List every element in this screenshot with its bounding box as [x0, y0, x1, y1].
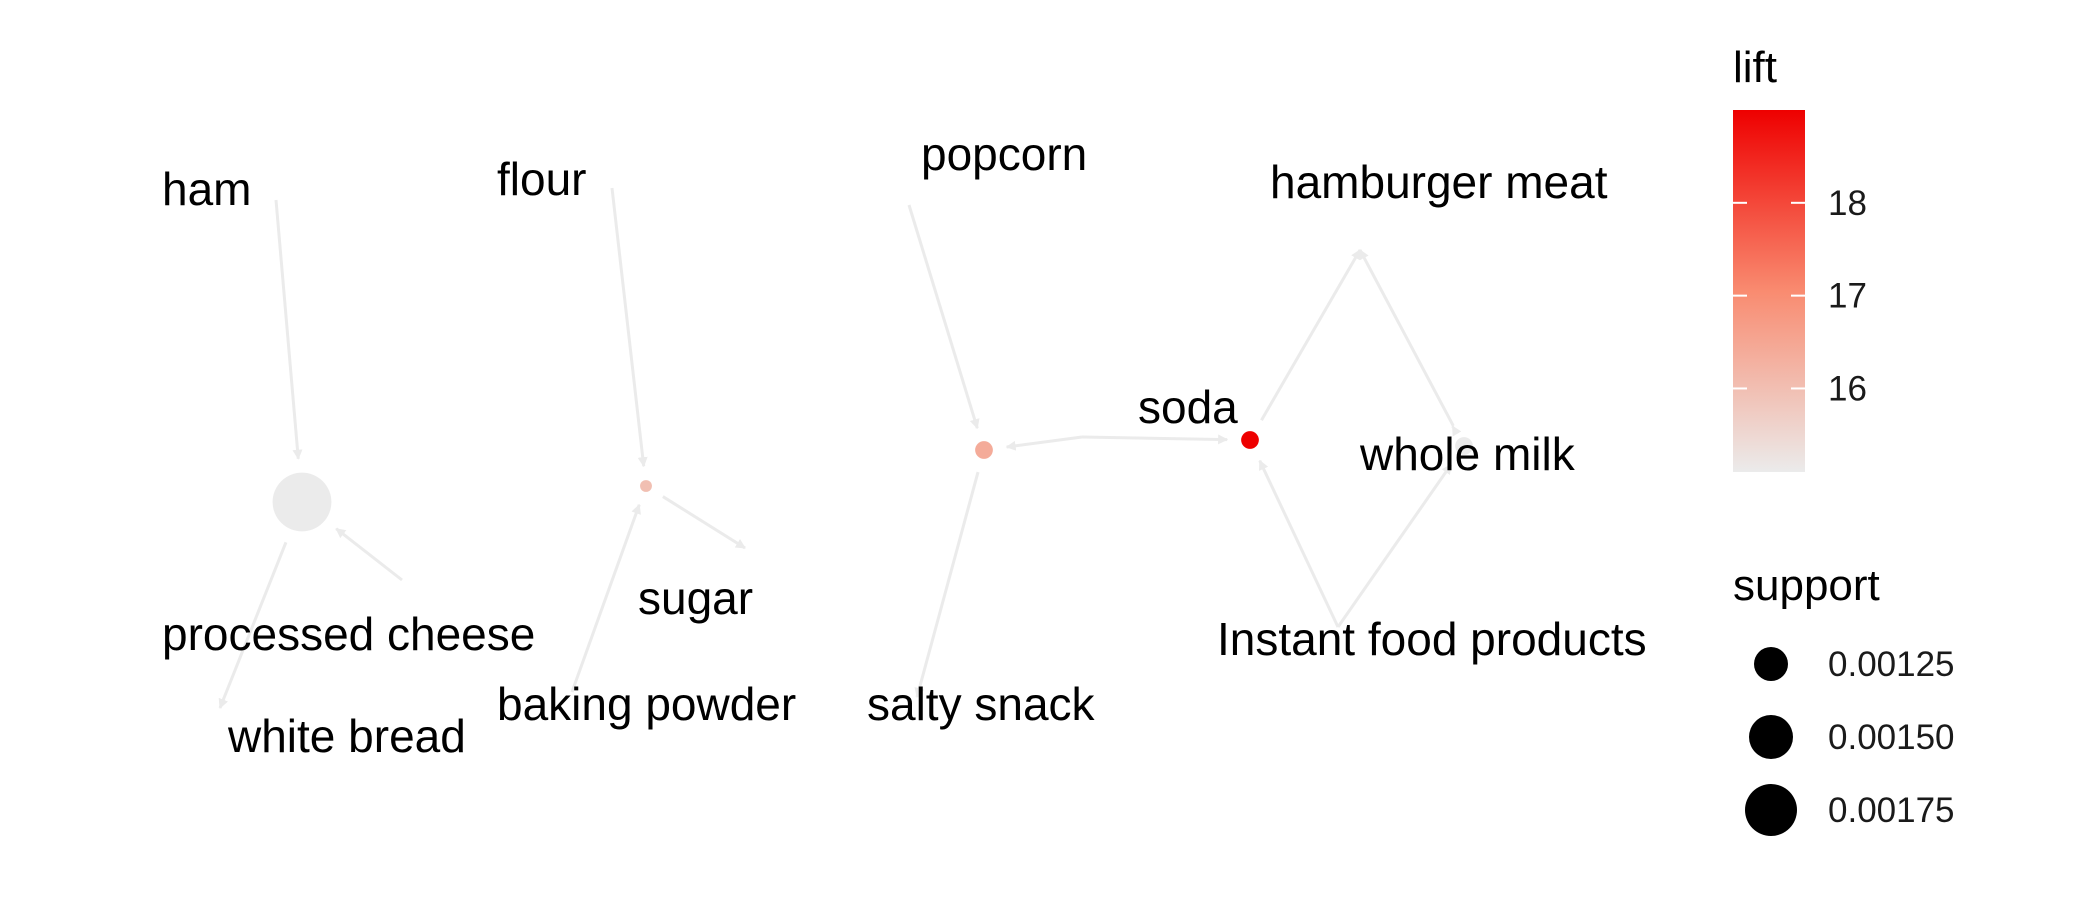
item-label-white-bread[interactable]: white bread — [227, 710, 466, 762]
lift-legend-title: lift — [1733, 43, 1777, 92]
edge-rule4-to-hamburger_meat — [1260, 249, 1362, 421]
rule-node-rule1[interactable] — [272, 472, 332, 532]
item-label-flour[interactable]: flour — [497, 153, 586, 205]
support-legend-label: 0.00150 — [1828, 718, 1955, 757]
item-label-ham[interactable]: ham — [162, 163, 251, 215]
item-label-salty-snack[interactable]: salty snack — [867, 678, 1096, 730]
edge-baking_powder-to-rule2 — [570, 503, 641, 693]
rule-node-rule4[interactable] — [1241, 431, 1259, 449]
edge-instant_food-to-rule4 — [1258, 459, 1340, 628]
support-legend-dot — [1754, 647, 1788, 681]
edge-rule3-to-salty_snack — [914, 471, 980, 698]
support-legend-keys: 0.00125 0.00150 0.00175 — [1745, 645, 1955, 836]
edge-rule5-to-hamburger_meat — [1358, 249, 1455, 427]
lift-tick-label: 18 — [1828, 184, 1867, 223]
edge-soda-to-rule3 — [1005, 435, 1083, 451]
lift-legend: lift 16 17 18 — [1733, 43, 1867, 472]
edge-rule2-to-sugar — [662, 495, 746, 550]
support-legend-dot — [1745, 784, 1797, 836]
rule-node-rule2[interactable] — [640, 480, 652, 492]
rule-node-rule3[interactable] — [975, 441, 993, 459]
item-label-instant-food[interactable]: Instant food products — [1217, 613, 1647, 665]
edge-processed_cheese-to-rule1 — [335, 527, 403, 582]
support-legend-dot — [1749, 715, 1793, 759]
item-label-soda[interactable]: soda — [1138, 381, 1238, 433]
edge-soda-to-rule4 — [1081, 434, 1229, 445]
lift-colorbar — [1733, 110, 1805, 472]
edge-flour-to-rule2 — [610, 187, 648, 468]
lift-colorbar-ticks: 16 17 18 — [1733, 184, 1867, 408]
item-label-baking-powder[interactable]: baking powder — [497, 678, 796, 730]
edges-layer — [218, 187, 1462, 709]
support-legend-label: 0.00175 — [1828, 791, 1955, 830]
support-legend-title: support — [1733, 561, 1880, 610]
lift-tick-label: 17 — [1828, 277, 1867, 316]
edge-instant_food-to-rule5 — [1336, 463, 1453, 628]
lift-tick-label: 16 — [1828, 369, 1867, 408]
edge-rule1-to-white_bread — [218, 541, 288, 709]
support-legend-label: 0.00125 — [1828, 645, 1955, 684]
rule-nodes-layer — [272, 431, 1473, 532]
item-label-popcorn[interactable]: popcorn — [921, 128, 1087, 180]
item-label-sugar[interactable]: sugar — [638, 572, 753, 624]
item-label-processed-cheese[interactable]: processed cheese — [162, 608, 535, 660]
rule-node-rule5[interactable] — [1455, 437, 1473, 455]
edge-popcorn-to-rule3 — [907, 204, 980, 430]
edge-ham-to-rule1 — [274, 199, 303, 460]
item-label-whole-milk[interactable]: whole milk — [1359, 428, 1576, 480]
support-legend: support 0.00125 0.00150 0.00175 — [1733, 561, 1955, 836]
item-labels-layer: ham processed cheese white bread flour bakin… — [162, 128, 1647, 762]
item-label-hamburger-meat[interactable]: hamburger meat — [1270, 156, 1608, 208]
